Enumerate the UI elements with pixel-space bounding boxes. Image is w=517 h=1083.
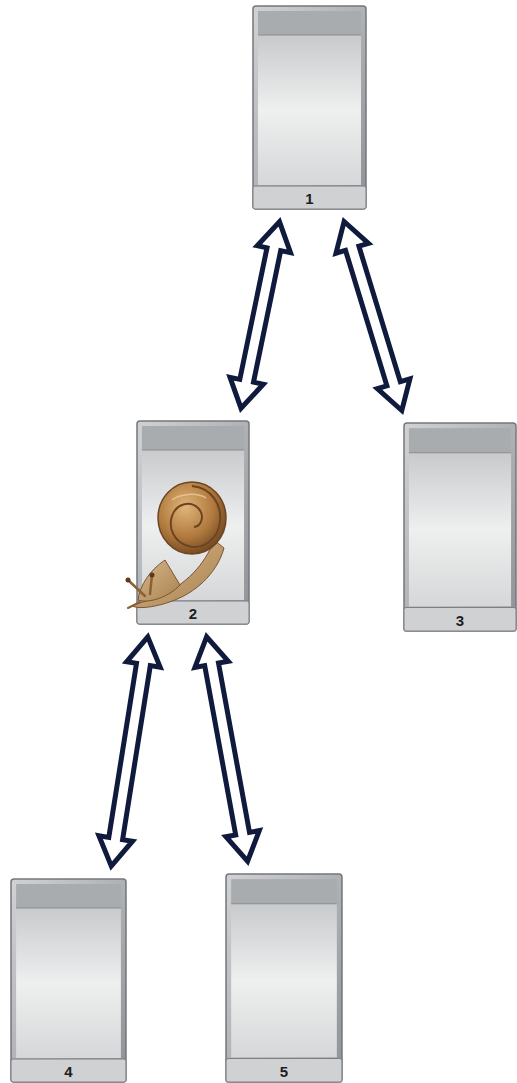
tray-box: 3 <box>403 422 517 632</box>
tray-number: 5 <box>225 1063 343 1081</box>
double-arrow <box>99 637 160 866</box>
tray-outline <box>252 5 367 210</box>
tray-box: 4 <box>10 878 127 1083</box>
tray-box: 5 <box>225 873 343 1083</box>
tray-outline <box>136 420 250 625</box>
tray-number: 1 <box>252 190 367 208</box>
tray-number: 2 <box>136 605 250 623</box>
tray-outline <box>225 873 343 1083</box>
double-arrow <box>195 637 259 861</box>
tray-number: 3 <box>403 612 517 630</box>
double-arrow <box>336 222 410 411</box>
double-arrow <box>230 222 291 408</box>
tray-box: 1 <box>252 5 367 210</box>
tray-box: 2 <box>136 420 250 625</box>
tray-outline <box>403 422 517 632</box>
tray-number: 4 <box>10 1063 127 1081</box>
tray-outline <box>10 878 127 1083</box>
